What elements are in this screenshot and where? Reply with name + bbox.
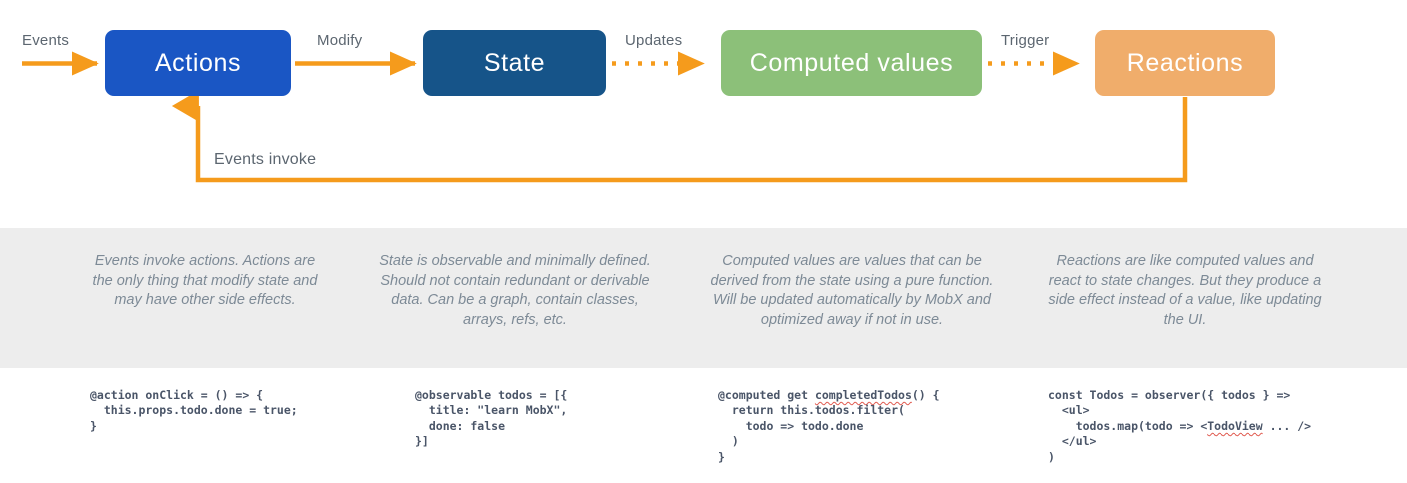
edge-label-modify: Modify	[317, 32, 363, 49]
data-flow-section: Actions State Computed values Reactions …	[0, 0, 1407, 228]
node-state-label: State	[483, 48, 546, 77]
description-reactions: Reactions are like computed values and r…	[1048, 253, 1322, 328]
spellcheck-underline: TodoView	[1207, 418, 1263, 433]
spellcheck-underline: completedTodos	[814, 388, 912, 402]
node-reactions-label: Reactions	[1126, 48, 1244, 77]
edge-label-updates: Updates	[625, 32, 683, 49]
node-computed-values[interactable]: Computed values	[721, 30, 982, 96]
node-reactions[interactable]: Reactions	[1095, 30, 1275, 96]
node-actions-label: Actions	[154, 48, 242, 77]
description-actions: Events invoke actions. Actions are the o…	[92, 253, 318, 308]
descriptions-band: Events invoke actions. Actions are the o…	[0, 228, 1407, 368]
code-sample-computed: @computed get completedTodos() { return …	[718, 388, 940, 464]
node-computed-values-label: Computed values	[749, 48, 954, 77]
code-sample-action: @action onClick = () => { this.props.tod…	[90, 388, 298, 433]
edge-label-events: Events	[22, 32, 70, 49]
flow-arrows-layer	[22, 51, 1188, 183]
code-sample-observable: @observable todos = [{ title: "learn Mob…	[415, 388, 568, 449]
code-sample-observer: const Todos = observer({ todos } => <ul>…	[1048, 388, 1312, 464]
edge-label-events-invoke: Events invoke	[214, 151, 317, 168]
node-actions[interactable]: Actions	[105, 30, 291, 96]
node-state[interactable]: State	[423, 30, 606, 96]
description-computed-values: Computed values are values that can be d…	[710, 253, 994, 328]
description-state: State is observable and minimally define…	[379, 253, 651, 328]
arrow-reactions-to-actions-loop	[171, 90, 1188, 183]
edge-label-trigger: Trigger	[1001, 32, 1050, 49]
